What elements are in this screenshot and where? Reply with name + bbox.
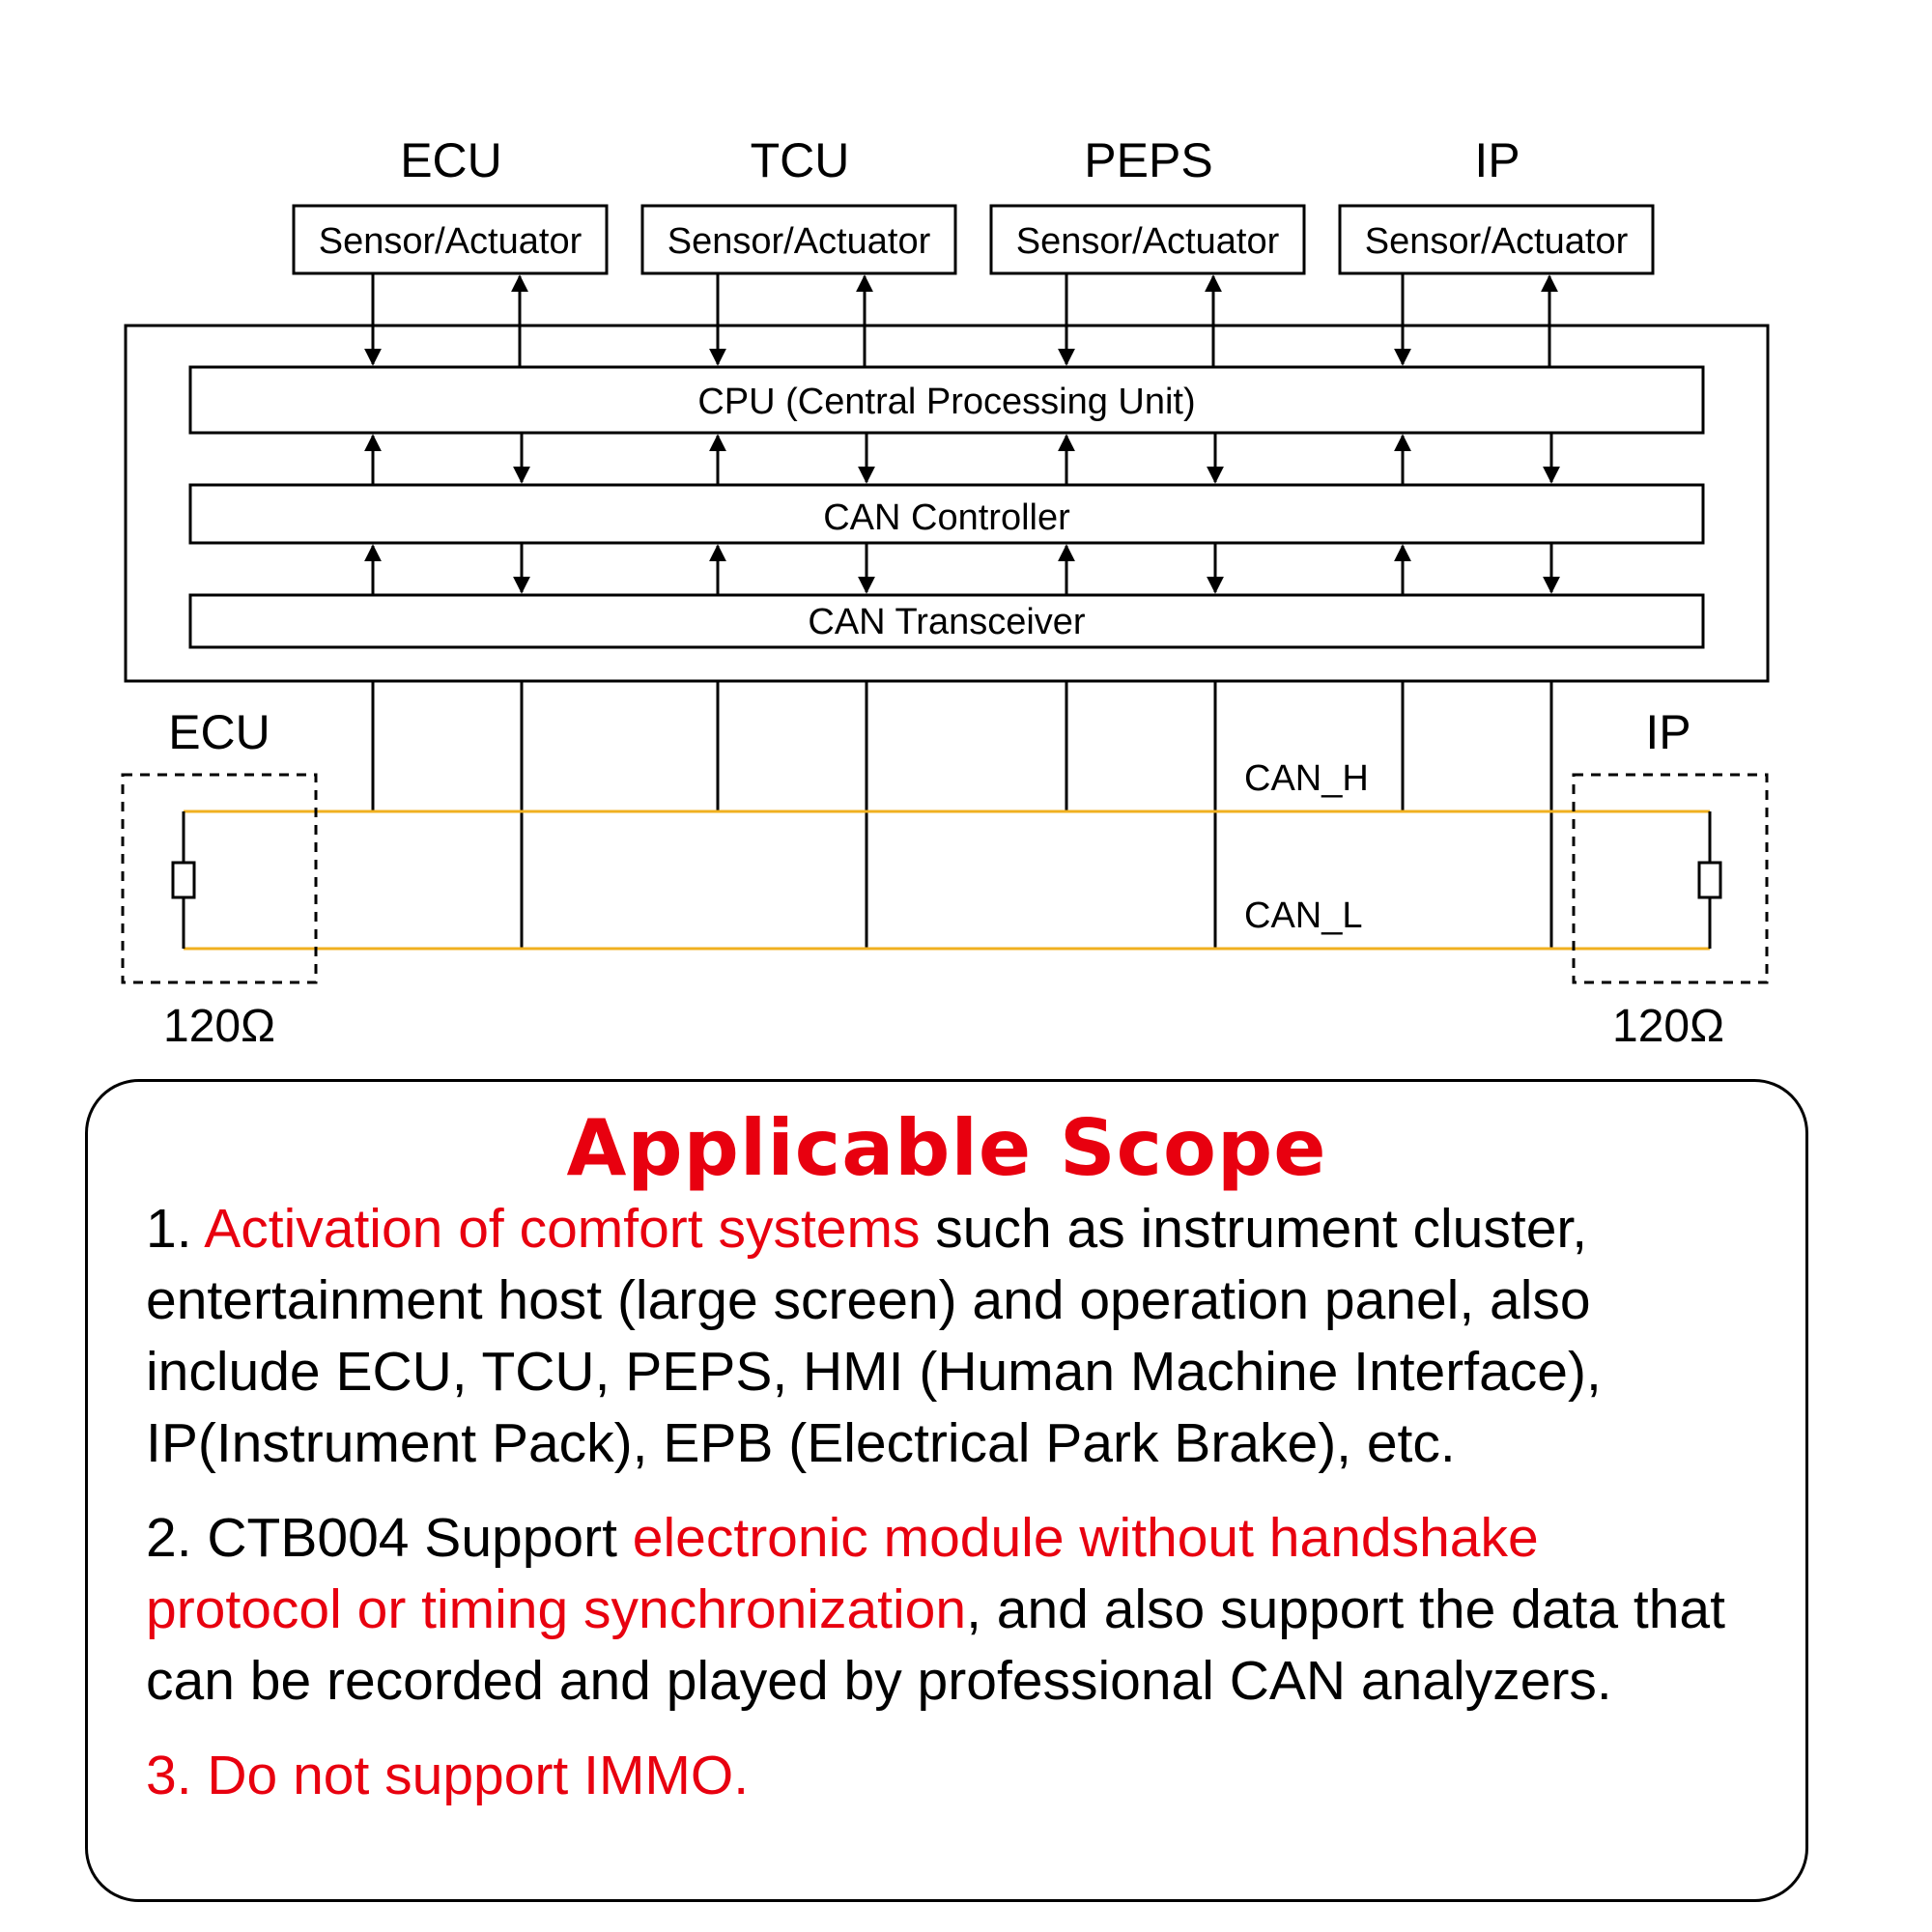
scope-item-1-highlight: Activation of comfort systems <box>204 1198 921 1260</box>
can-transceiver-label: CAN Transceiver <box>808 602 1086 642</box>
right-resistor <box>1697 861 1722 899</box>
can-h-label: CAN_H <box>1244 758 1369 799</box>
scope-item-2-rest: , and also support the data that can be … <box>146 1578 1725 1712</box>
can-transceiver-box <box>188 593 1705 649</box>
sensor-box-ecu <box>292 204 609 275</box>
can-controller-box <box>188 483 1705 545</box>
module-title-peps: PEPS <box>1084 133 1212 187</box>
module-title-ip: IP <box>1474 133 1520 187</box>
sensor-label-ecu: Sensor/Actuator <box>319 221 582 262</box>
left-resistor <box>171 861 196 899</box>
sensor-label-tcu: Sensor/Actuator <box>668 221 931 262</box>
applicable-scope-panel: Applicable Scope 1. Activation of comfor… <box>85 1079 1808 1902</box>
module-frame <box>124 324 1770 683</box>
right-resistor-value: 120Ω <box>1612 1001 1724 1052</box>
sensor-box-ip <box>1338 204 1655 275</box>
left-termination-box <box>121 773 318 984</box>
scope-item-2-prefix: 2. CTB004 Support <box>146 1507 633 1569</box>
sensor-label-ip: Sensor/Actuator <box>1365 221 1629 262</box>
left-resistor-value: 120Ω <box>163 1001 275 1052</box>
right-termination-box <box>1572 773 1769 984</box>
sensor-label-peps: Sensor/Actuator <box>1016 221 1280 262</box>
bus-right-node-label: IP <box>1645 705 1690 759</box>
module-title-ecu: ECU <box>400 133 502 187</box>
scope-item-3: 3. Do not support IMMO. <box>146 1745 750 1806</box>
scope-item-1: 1. Activation of comfort systems such as… <box>146 1193 1747 1479</box>
cpu-box <box>188 365 1705 435</box>
can-bus-diagram: ECU TCU PEPS IP Sensor/Actuator Sensor/A… <box>121 133 1770 1052</box>
scope-item-2: 2. CTB004 Support electronic module with… <box>146 1502 1747 1717</box>
scope-list: 1. Activation of comfort systems such as… <box>146 1193 1747 1834</box>
scope-title: Applicable Scope <box>566 1103 1327 1193</box>
scope-item-1-prefix: 1. <box>146 1198 205 1260</box>
bus-left-node-label: ECU <box>168 705 270 759</box>
cpu-label: CPU (Central Processing Unit) <box>697 382 1195 422</box>
module-title-tcu: TCU <box>751 133 850 187</box>
can-controller-label: CAN Controller <box>823 497 1070 538</box>
scope-item-1-rest: such as instrument cluster, entertainmen… <box>146 1198 1602 1474</box>
can-l-label: CAN_L <box>1244 895 1363 936</box>
sensor-box-tcu <box>640 204 957 275</box>
sensor-box-peps <box>989 204 1306 275</box>
scope-item-2-highlight: electronic module without handshake prot… <box>146 1507 1539 1640</box>
